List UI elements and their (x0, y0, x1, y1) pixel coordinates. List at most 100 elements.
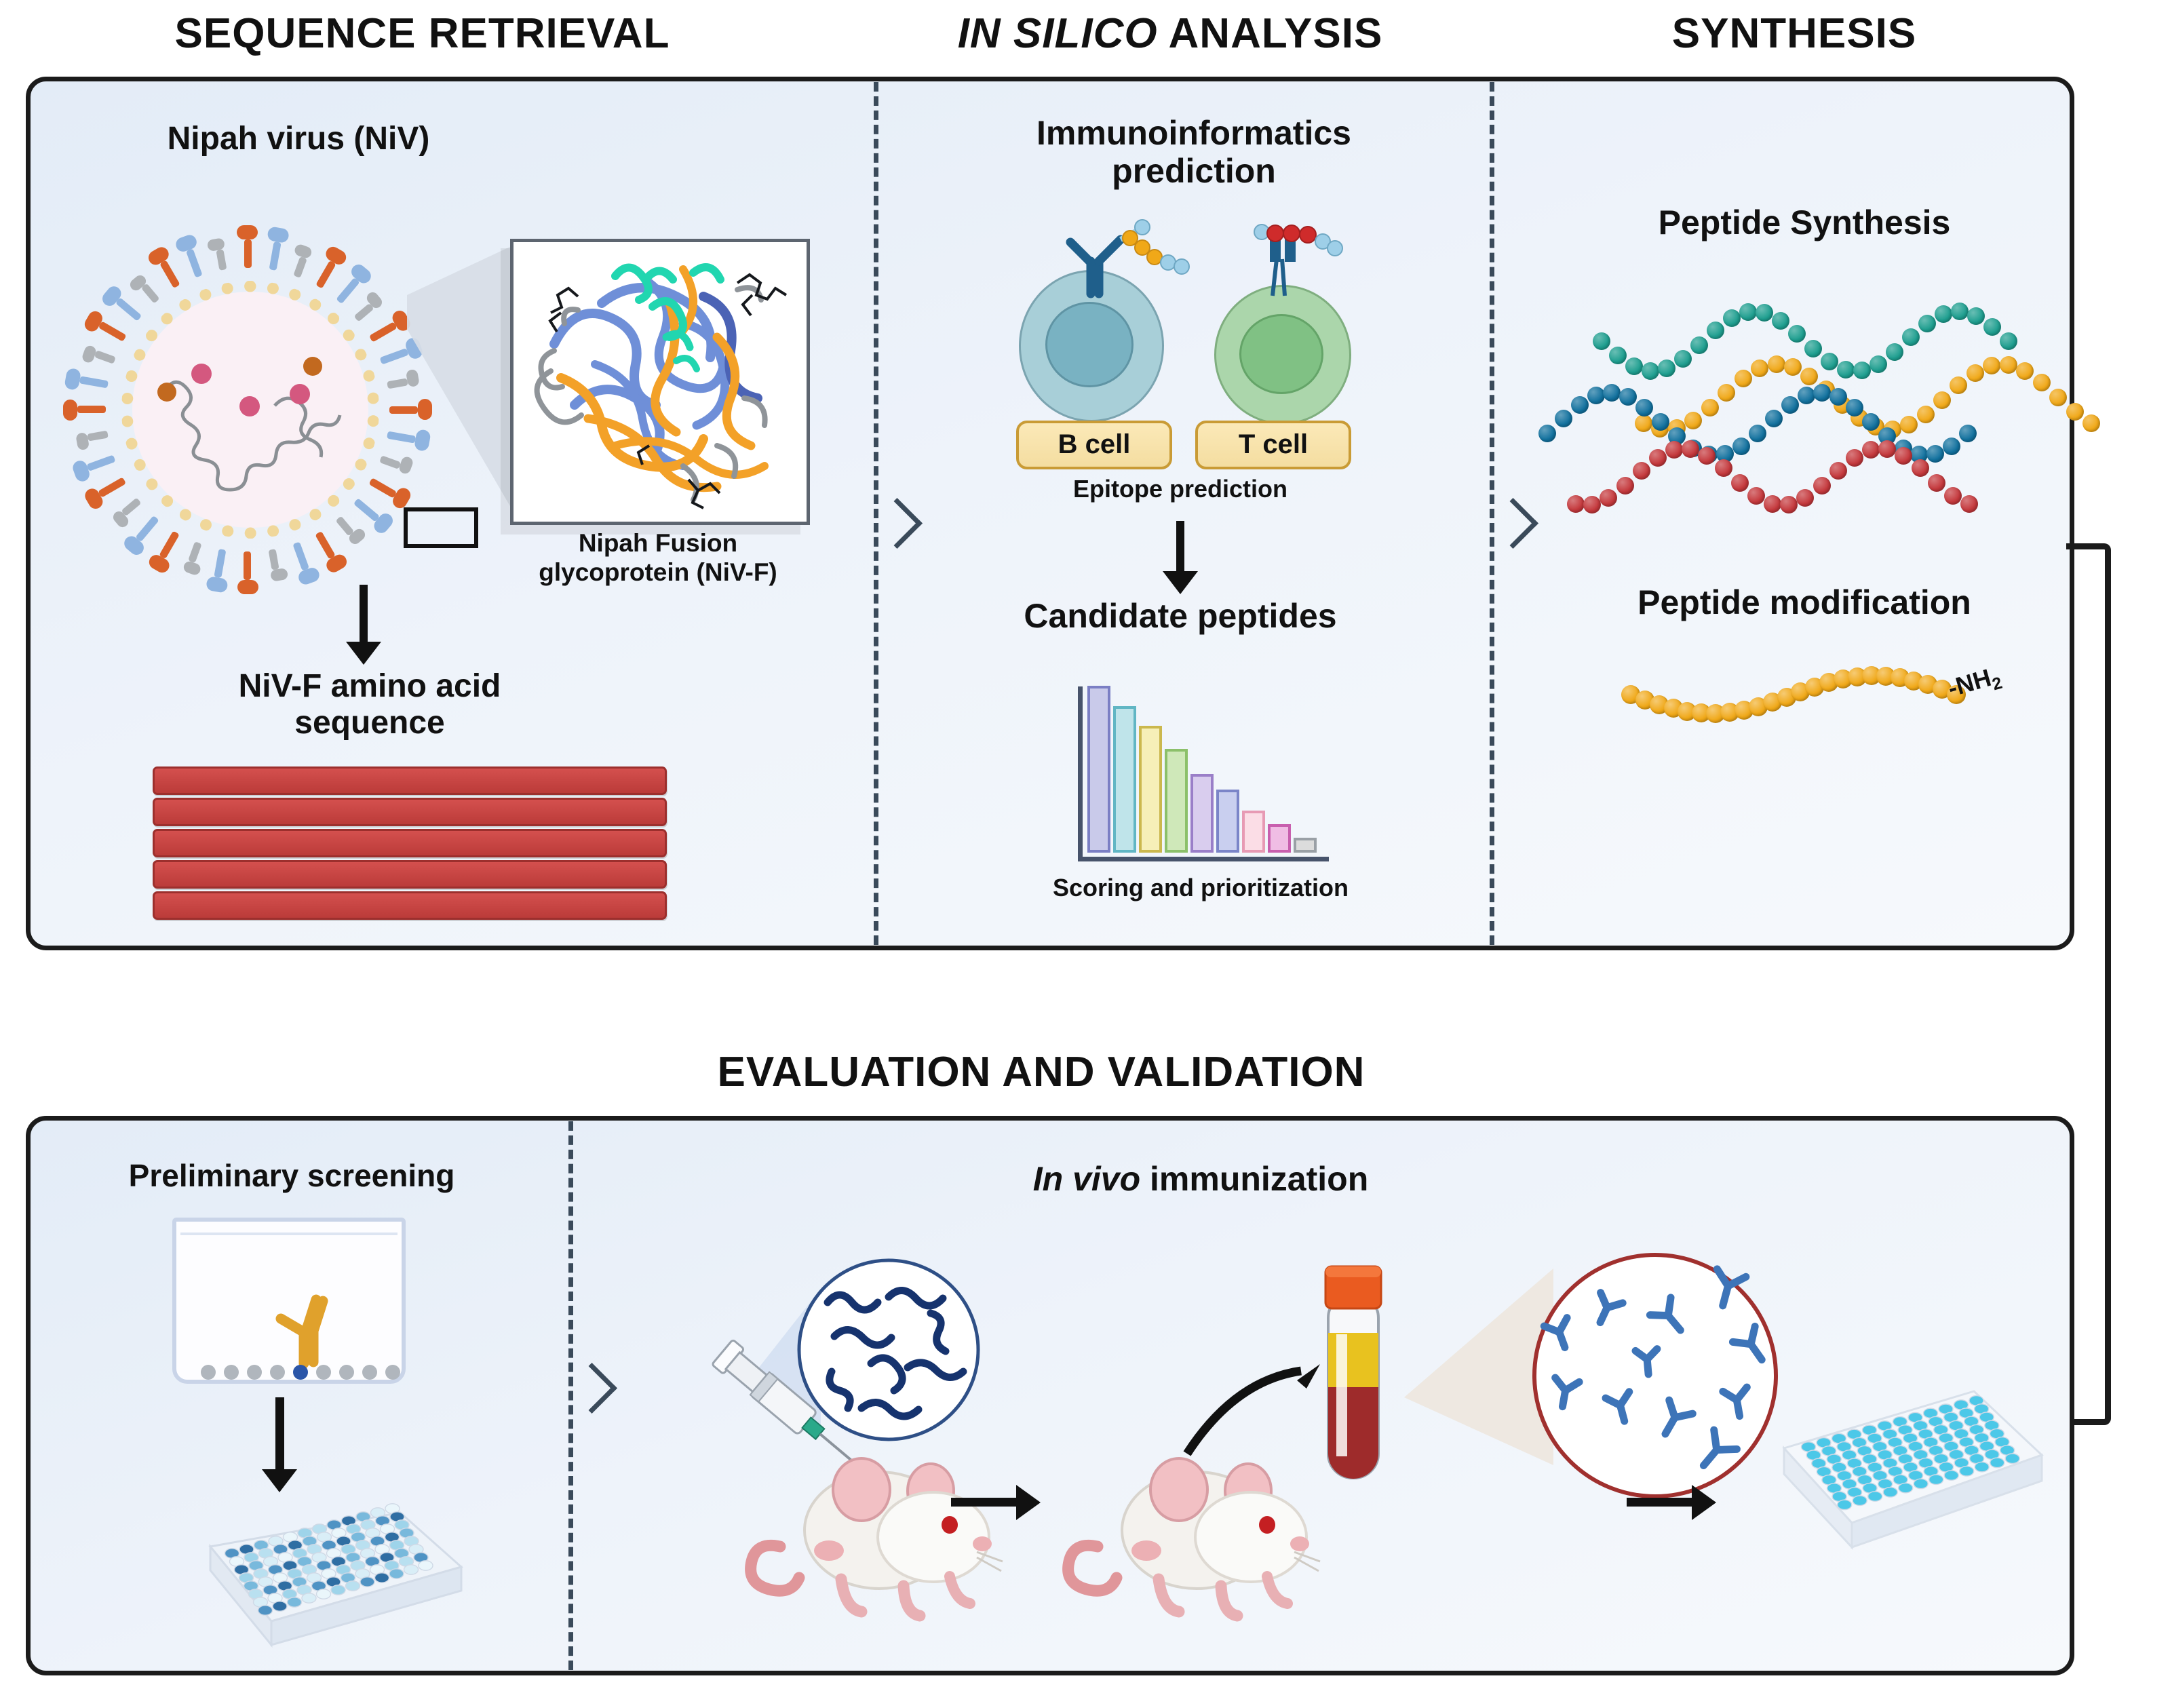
peptide-bead (1845, 448, 1863, 467)
peptide-bead (1943, 487, 1962, 505)
peptide-bead (1570, 396, 1589, 414)
well-bead (201, 1365, 216, 1380)
header-italic-in-silico: IN SILICO (957, 10, 1158, 57)
sequence-bar (153, 891, 667, 920)
divider-silico-to-synthesis (1490, 82, 1494, 945)
sequence-bar (153, 766, 667, 795)
peptide-bead (1651, 412, 1669, 431)
chart-bar (1087, 686, 1110, 853)
peptide-bead (1616, 476, 1634, 494)
blood-tube-svg (1324, 1265, 1382, 1479)
well-bead (270, 1365, 285, 1380)
peptide-bead (1960, 494, 1978, 513)
peptide-bead (1846, 398, 1864, 416)
peptide-bead (1959, 425, 1977, 443)
modified-peptide-bead (1904, 671, 1924, 691)
sequence-bar (153, 829, 667, 857)
well-bead (362, 1365, 377, 1380)
peptide-bead (1632, 462, 1650, 480)
microplate-well (1990, 1457, 2005, 1469)
peptide-bead (1788, 325, 1806, 343)
tag-t-cell[interactable]: T cell (1195, 421, 1351, 469)
peptide-bead (1829, 388, 1848, 406)
sequence-title: NiV-F amino acid sequence (159, 668, 580, 741)
peptide-bead (1587, 387, 1605, 405)
peptide-bead (1690, 336, 1708, 354)
peptide-bead (1950, 376, 1968, 395)
zoom-funnel (407, 244, 516, 516)
in-vivo-italic: In vivo (1032, 1160, 1141, 1198)
peptide-bead (1927, 473, 1945, 492)
peptide-bead (1684, 411, 1703, 429)
peptide-bead (2000, 332, 2017, 350)
peptide-bead (1797, 387, 1815, 405)
peptide-bead (1698, 446, 1716, 465)
sequence-title-line-2: sequence (294, 704, 445, 741)
divider-screening-to-invivo (568, 1121, 573, 1670)
sequence-bar (153, 798, 667, 826)
microplate-well (301, 1593, 317, 1604)
mouse-svg-2 (1062, 1457, 1321, 1622)
immunoinformatics-title: Immunoinformatics prediction (950, 114, 1438, 190)
peptide-bead (1862, 441, 1880, 459)
peptide-bead (1593, 332, 1610, 350)
peptide-bead (1813, 384, 1832, 402)
peptide-magnifier-bubble (746, 1258, 980, 1441)
blood-collection-tube (1317, 1251, 1392, 1496)
well-bead (247, 1365, 262, 1380)
antibody-in-well-icon (275, 1294, 328, 1369)
chart-bar (1139, 726, 1162, 853)
peptide-bead (1674, 349, 1692, 368)
virus-spike-orange (63, 399, 106, 421)
protein-ribbon-render (534, 263, 788, 509)
peptide-bead (1869, 355, 1887, 373)
peptide-bead (1900, 416, 1918, 434)
scoring-caption: Scoring and prioritization (1052, 874, 1349, 901)
peptide-bead (1878, 440, 1897, 458)
peptide-bead (1918, 315, 1936, 333)
b-cell-receptor-antibody-icon (1066, 219, 1190, 298)
peptide-bead (1749, 425, 1766, 443)
antibody-magnifier-bubble (1404, 1253, 1778, 1498)
peptide-bead (1951, 303, 1969, 321)
peptide-bead (1619, 388, 1638, 406)
peptide-bead (1747, 487, 1765, 505)
section-header-sequence-retrieval: SEQUENCE RETRIEVAL (174, 10, 670, 57)
peptide-bead (1714, 459, 1732, 478)
peptide-bead (2049, 388, 2068, 406)
mouse-illustration-1 (745, 1404, 1004, 1622)
microplate-well (272, 1601, 288, 1612)
rna-node-pink-2 (239, 396, 260, 416)
peptide-bead (1853, 362, 1871, 380)
peptide-bead (1583, 496, 1602, 514)
peptide-bead (1983, 317, 2001, 336)
microplate-well (1943, 1470, 1959, 1481)
microplate-well (403, 1564, 419, 1575)
epitope-prediction-caption: Epitope prediction (1072, 475, 1287, 503)
candidate-peptides-title: Candidate peptides (1024, 597, 1337, 635)
peptide-bead (1821, 353, 1838, 371)
peptide-synthesis-title: Peptide Synthesis (1658, 203, 1951, 241)
well-bead-bound (293, 1365, 308, 1380)
peptide-bead (1895, 446, 1913, 465)
tag-b-cell[interactable]: B cell (1016, 421, 1172, 469)
microplate-well (1913, 1478, 1929, 1490)
microplate-well (1836, 1499, 1853, 1511)
peptide-bead (1781, 396, 1799, 414)
microplate-well (418, 1560, 433, 1571)
peptide-bead (1625, 357, 1643, 376)
preliminary-screening-title: Preliminary screening (128, 1158, 455, 1193)
peptide-bead (1603, 384, 1621, 402)
microplate-well (1929, 1474, 1944, 1486)
peptide-bead (1734, 370, 1752, 388)
peptide-bead (1837, 360, 1855, 379)
microplate-final-svg (1782, 1390, 2044, 1550)
nipah-virus-particle-illustration (51, 216, 478, 602)
microplate-well (257, 1605, 273, 1616)
modified-peptide-bead (1947, 685, 1966, 704)
peptide-bead (1772, 311, 1789, 330)
microplate-well (1897, 1482, 1914, 1494)
peptide-bead (1635, 398, 1654, 416)
peptide-bead (1911, 459, 1929, 478)
